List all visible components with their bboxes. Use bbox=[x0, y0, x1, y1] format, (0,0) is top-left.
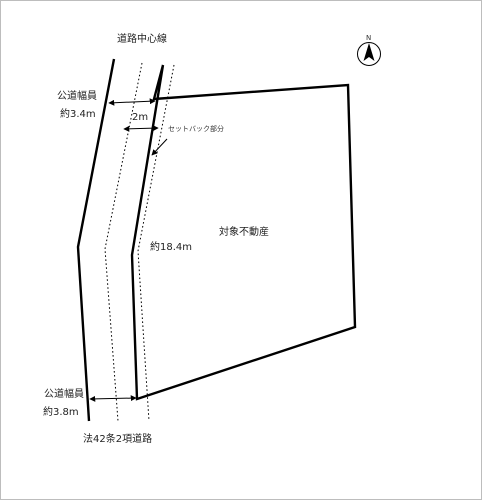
setback-distance-label: 2m bbox=[132, 112, 149, 123]
road-width-dimension-bottom bbox=[89, 395, 137, 402]
setback-dimension bbox=[123, 125, 159, 132]
setback-label: セットバック部分 bbox=[168, 125, 224, 133]
road-width-label-bottom: 公道幅員 bbox=[44, 389, 84, 400]
road-width-value-top: 約3.4m bbox=[60, 109, 96, 120]
property-label: 対象不動産 bbox=[219, 227, 269, 238]
road-edge-left bbox=[76, 58, 116, 422]
road-width-value-bottom: 約3.8m bbox=[43, 407, 79, 418]
road-width-label-top: 公道幅員 bbox=[57, 91, 97, 102]
frontage-label: 約18.4m bbox=[150, 242, 193, 253]
road-centerline-label: 道路中心線 bbox=[117, 34, 167, 45]
road-width-dimension-top bbox=[108, 98, 156, 106]
road-type-label: 法42条2項道路 bbox=[83, 434, 153, 445]
north-arrow-icon: N bbox=[355, 34, 383, 67]
north-label: N bbox=[366, 34, 372, 42]
setback-leader-arrow bbox=[151, 138, 168, 156]
road-centerline bbox=[104, 62, 143, 422]
setback-line bbox=[137, 64, 175, 422]
